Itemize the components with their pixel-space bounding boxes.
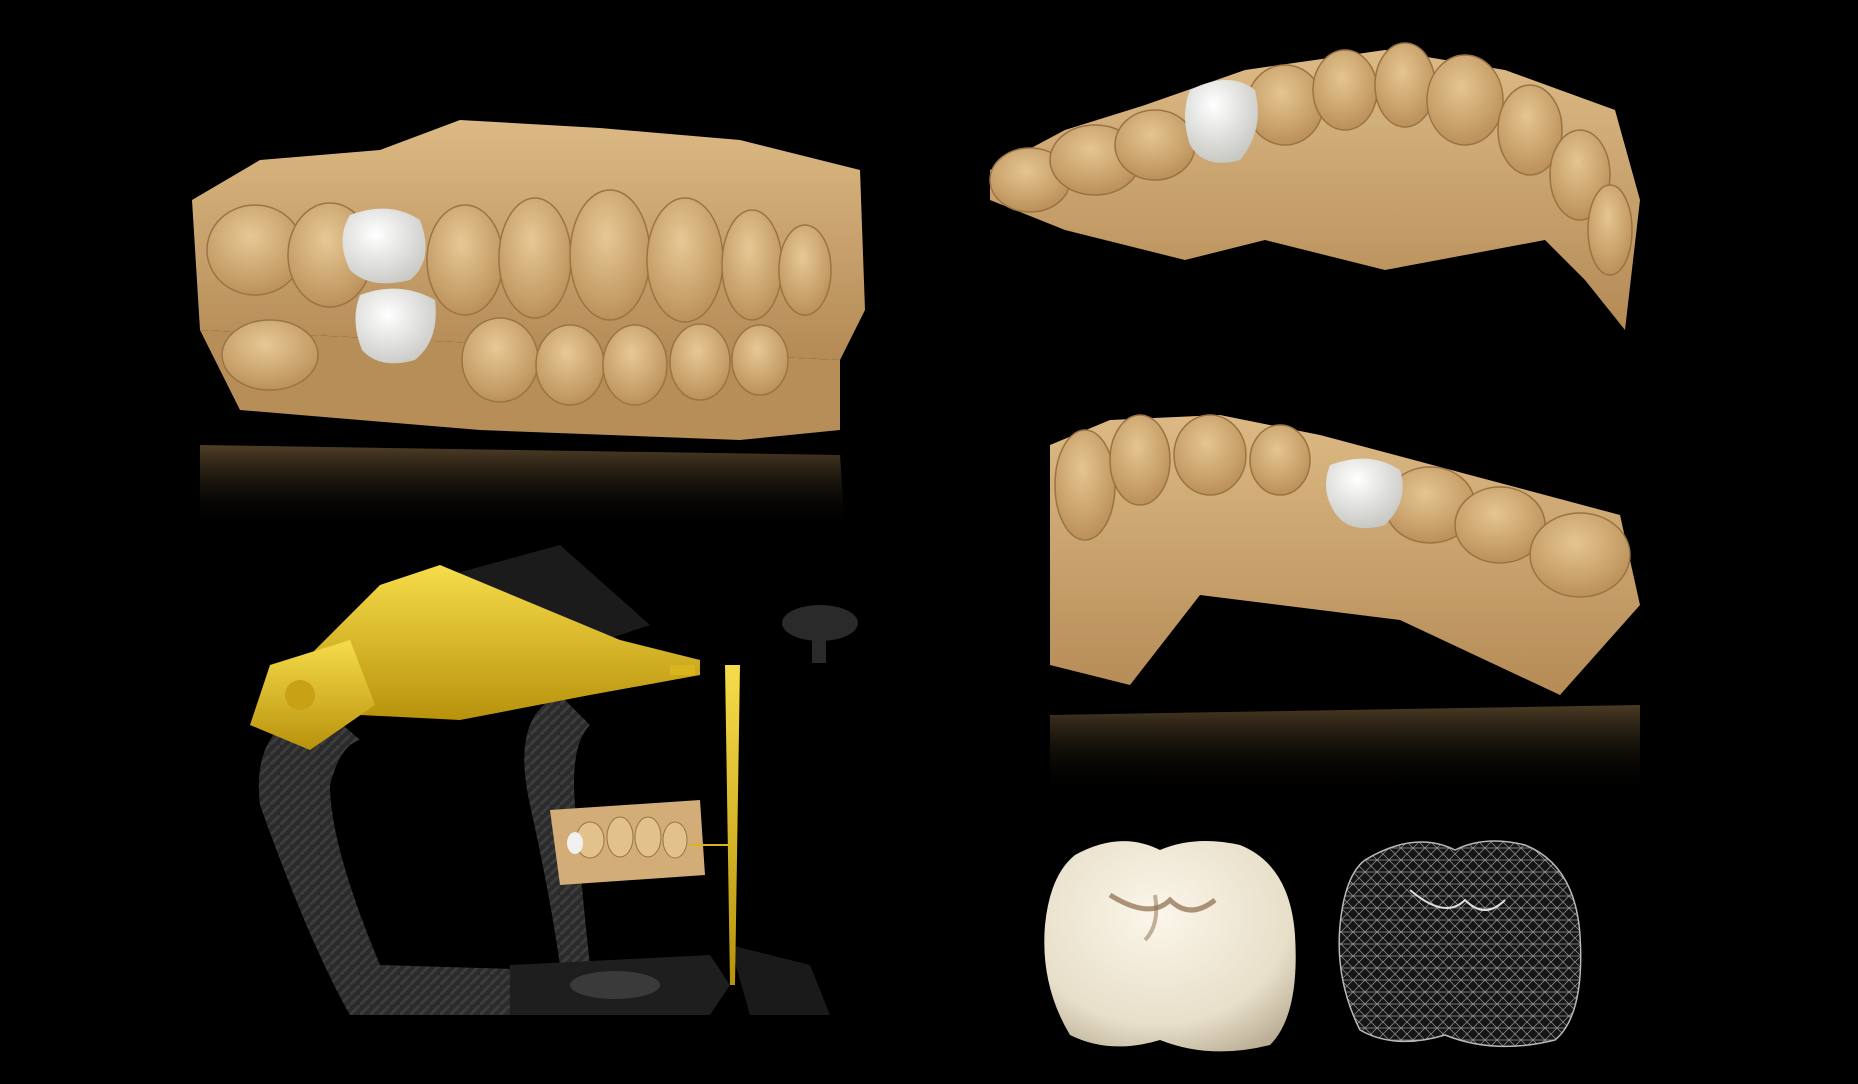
tooth-crown-icon (1044, 841, 1296, 1052)
virtual-articulator (230, 545, 860, 1080)
crown-wireframe-mesh (1335, 830, 1590, 1055)
lower-arch-model (1020, 405, 1660, 795)
dental-model-icon (989, 42, 1640, 330)
mesh-icon (1338, 840, 1582, 1048)
crown-solid-render (1040, 825, 1305, 1060)
dental-model-icon (1050, 414, 1640, 795)
articulator-icon (250, 545, 858, 1015)
upper-arch-model (985, 30, 1645, 350)
dental-model-icon (192, 120, 865, 530)
full-arch-occlusion-model (180, 110, 870, 530)
